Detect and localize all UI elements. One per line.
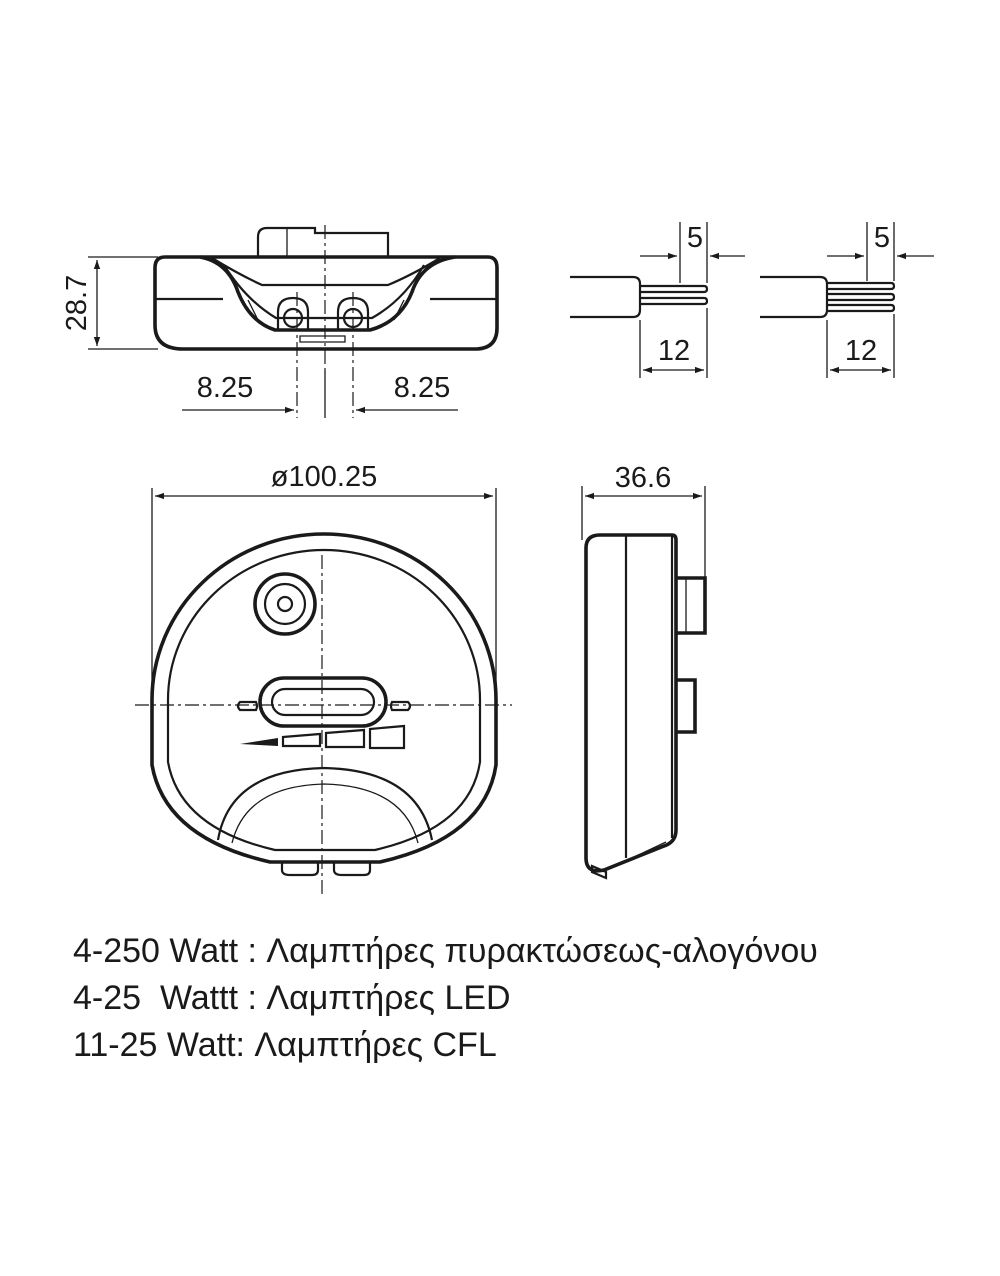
wire-strip-detail-b: [760, 222, 934, 378]
side-view: [581, 486, 707, 880]
dimmer-slider-icon: [236, 676, 412, 728]
note-led: 4-25 Wattt : Λαμπτήρες LED: [73, 979, 511, 1017]
note-incandescent-halogen: 4-250 Watt : Λαμπτήρες πυρακτώσεως-αλογό…: [73, 932, 818, 970]
wattage-notes: 4-250 Watt : Λαμπτήρες πυρακτώσεως-αλογό…: [73, 928, 973, 1069]
wire-length-a-label: 12: [658, 335, 690, 367]
height-dimension-label: 28.7: [61, 275, 93, 331]
pin-right-dimension-label: 8.25: [394, 372, 450, 404]
knob-icon: [253, 572, 317, 636]
note-cfl: 11-25 Watt: Λαμπτήρες CFL: [73, 1026, 497, 1064]
pin-left-dimension-label: 8.25: [197, 372, 253, 404]
strip-length-a-label: 5: [687, 222, 703, 254]
pin-left: [276, 296, 310, 330]
wire-length-b-label: 12: [845, 335, 877, 367]
top-view: [135, 488, 512, 895]
diameter-dimension-label: ø100.25: [271, 461, 377, 493]
wire-strip-detail-a: [570, 222, 745, 378]
depth-dimension-label: 36.6: [615, 462, 671, 494]
front-view: [88, 225, 499, 418]
brightness-scale-icon: [240, 724, 406, 750]
strip-length-b-label: 5: [874, 222, 890, 254]
